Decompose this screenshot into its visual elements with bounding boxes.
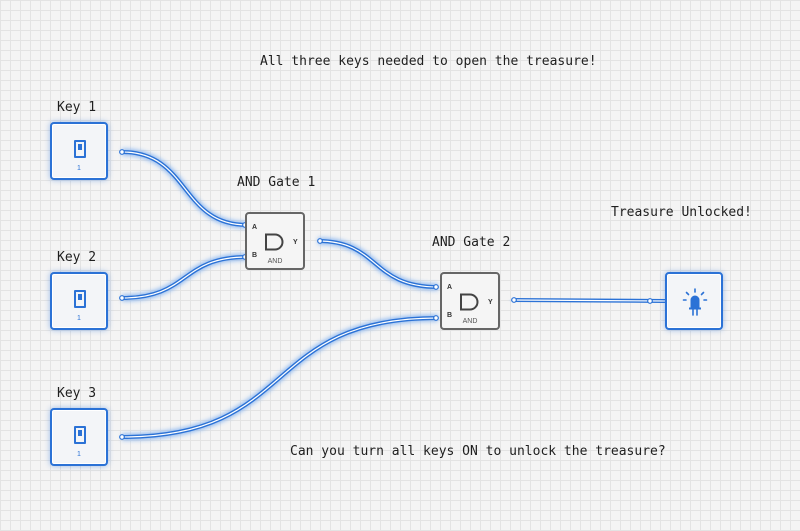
treasure-output-led[interactable] (665, 272, 723, 330)
key-1-switch[interactable]: 1 (50, 122, 108, 180)
port-gate2-b[interactable] (433, 315, 439, 321)
and-gate-2[interactable]: A B Y AND (440, 272, 500, 330)
port-key1-out[interactable] (119, 149, 125, 155)
circuit-title: All three keys needed to open the treasu… (260, 54, 597, 69)
port-key2-out[interactable] (119, 295, 125, 301)
port-gate1-y[interactable] (317, 238, 323, 244)
key-1-label: Key 1 (57, 100, 97, 115)
and-gate-1[interactable]: A B Y AND (245, 212, 305, 270)
key-2-label: Key 2 (57, 250, 97, 265)
wire-key2-to-gate1-b[interactable] (121, 253, 248, 302)
toggle-switch-icon (74, 290, 86, 308)
gate-2-pin-b: B (447, 312, 453, 319)
gate-1-pin-a: A (252, 224, 258, 231)
key-2-switch[interactable]: 1 (50, 272, 108, 330)
led-bulb-icon (682, 288, 708, 316)
key-3-value: 1 (77, 451, 81, 458)
port-gate2-a[interactable] (433, 284, 439, 290)
key-3-switch[interactable]: 1 (50, 408, 108, 466)
toggle-switch-icon (74, 140, 86, 158)
port-led-in[interactable] (647, 298, 653, 304)
gate-2-pin-a: A (447, 284, 453, 291)
gate-2-label: AND Gate 2 (432, 235, 511, 250)
key-2-value: 1 (77, 315, 81, 322)
gate-1-label: AND Gate 1 (237, 175, 316, 190)
output-label: Treasure Unlocked! (611, 205, 752, 220)
toggle-switch-icon (74, 426, 86, 444)
wire-gate1-y-to-gate2-a[interactable] (317, 237, 439, 291)
gate-1-pin-y: Y (293, 239, 298, 246)
wire-key3-to-gate2-b[interactable] (121, 314, 439, 441)
port-key3-out[interactable] (119, 434, 125, 440)
and-gate-icon (460, 293, 479, 311)
gate-2-pin-y: Y (488, 299, 493, 306)
circuit-prompt: Can you turn all keys ON to unlock the t… (290, 444, 666, 459)
wire-gate2-y-to-led[interactable] (511, 296, 666, 305)
port-gate2-y[interactable] (511, 297, 517, 303)
gate-2-type: AND (462, 318, 478, 325)
gate-1-type: AND (267, 258, 283, 265)
wire-key1-to-gate1-a[interactable] (121, 148, 248, 229)
key-3-label: Key 3 (57, 386, 97, 401)
and-gate-icon (265, 233, 284, 251)
gate-1-pin-b: B (252, 252, 258, 259)
key-1-value: 1 (77, 165, 81, 172)
